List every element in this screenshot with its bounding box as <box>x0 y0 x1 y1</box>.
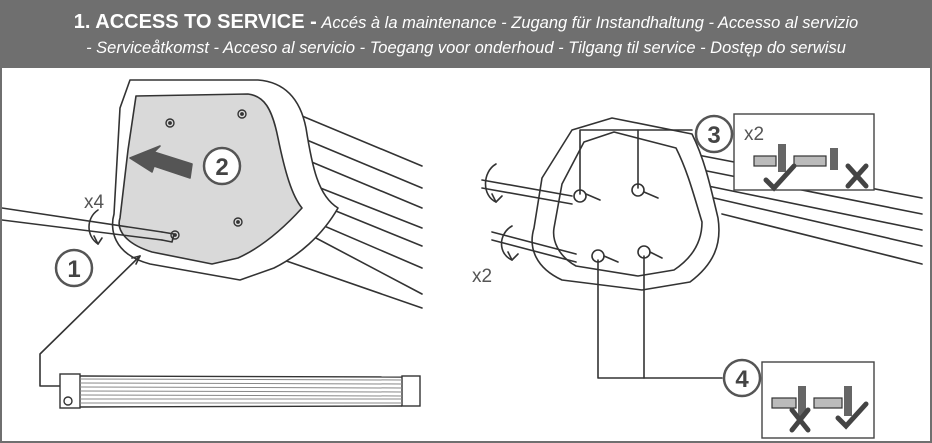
svg-text:2: 2 <box>215 154 228 181</box>
pull-direction-arrow <box>129 145 193 179</box>
service-access-illustration: 1 2 x4 <box>2 79 923 439</box>
detail-count-x2: x2 <box>744 124 764 145</box>
step-2-badge: 2 <box>202 146 242 186</box>
step-1-badge: 1 <box>54 248 94 288</box>
check-mark-icon <box>763 163 797 192</box>
translations-line-2: - Serviceåtkomst - Acceso al servicio - … <box>86 39 846 57</box>
step-4-badge: 4 <box>722 358 762 398</box>
svg-text:4: 4 <box>735 366 749 393</box>
step-3-badge: 3 <box>694 114 734 154</box>
filter-rail-part <box>59 373 421 409</box>
detail-box-incorrect-seating <box>761 361 875 439</box>
section-header: 1. ACCESS TO SERVICE - Accés à la mainte… <box>2 2 930 68</box>
cross-mark-icon <box>845 163 869 189</box>
header-line-1: 1. ACCESS TO SERVICE - Accés à la mainte… <box>2 10 930 36</box>
step-title: 1. ACCESS TO SERVICE - <box>73 11 317 33</box>
screw-count-x4: x4 <box>84 192 105 213</box>
check-mark-icon <box>835 401 869 430</box>
screw-count-x2: x2 <box>472 266 492 287</box>
left-scene <box>2 79 423 387</box>
right-scene <box>481 117 923 379</box>
translations-line-1: Accés à la maintenance - Zugang für Inst… <box>321 14 859 32</box>
detail-box-correct-seating: x2 <box>733 113 875 192</box>
svg-text:3: 3 <box>707 122 720 149</box>
svg-text:1: 1 <box>67 256 80 283</box>
cross-mark-icon <box>789 407 811 433</box>
